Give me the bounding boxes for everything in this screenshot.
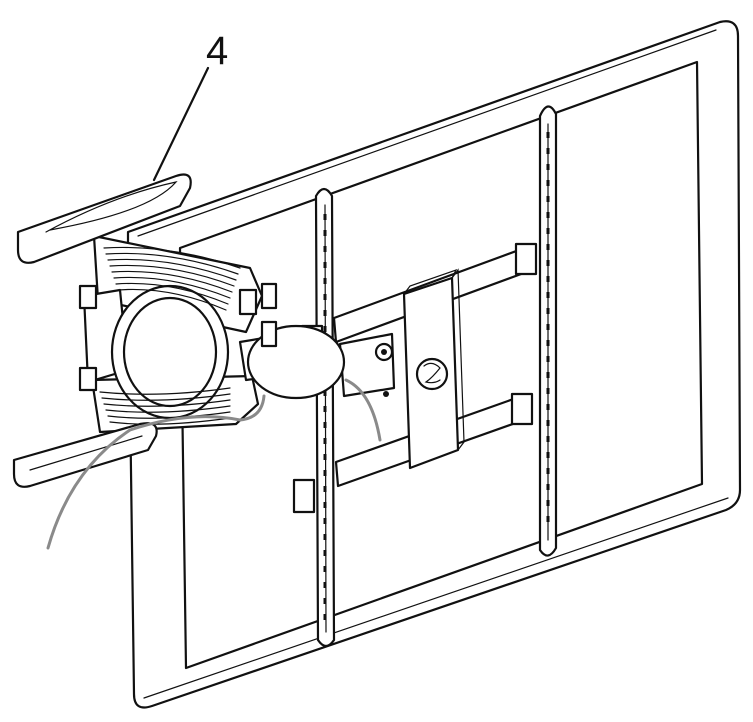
mounting-rail-right <box>538 105 558 557</box>
rail-slot <box>323 262 327 268</box>
rail-slot <box>323 614 327 620</box>
rail-slot <box>546 148 550 154</box>
rail-slot <box>323 214 327 220</box>
hatch-line <box>105 405 231 413</box>
rail-slot <box>546 420 550 426</box>
clamp-bottom-right <box>510 392 534 426</box>
rail-slot <box>323 294 327 300</box>
clamp-bottom-left <box>292 478 316 514</box>
rail-slot <box>546 132 550 138</box>
hatch-line <box>115 282 229 305</box>
rail-slot <box>546 228 550 234</box>
rail-slot <box>323 550 327 556</box>
rail-slot <box>546 516 550 522</box>
hatch-line <box>111 270 233 293</box>
pivot-bracket <box>338 332 396 398</box>
rail-slot <box>323 278 327 284</box>
center-wall-plate <box>402 268 465 470</box>
rail-slot <box>546 260 550 266</box>
rail-slot <box>323 566 327 572</box>
cables <box>46 378 382 550</box>
rail-slot <box>323 310 327 316</box>
rail-slot <box>546 324 550 330</box>
hatch-line <box>117 288 227 311</box>
rail-slot <box>546 244 550 250</box>
rail-slot <box>546 484 550 490</box>
rail-slot <box>323 582 327 588</box>
rail-slot <box>546 180 550 186</box>
hatch-line <box>101 393 231 401</box>
rail-slot <box>323 486 327 492</box>
rail-slot <box>546 468 550 474</box>
arm-tab-1 <box>78 284 98 310</box>
callout-label: 4 <box>206 29 228 73</box>
rail-slot <box>546 276 550 282</box>
rail-slot <box>323 470 327 476</box>
cable-right <box>344 378 382 442</box>
rail-slot <box>546 292 550 298</box>
rail-slot <box>323 518 327 524</box>
arm-pivot-disc <box>110 284 230 420</box>
rail-slot <box>546 164 550 170</box>
arm-tab-3 <box>238 288 258 316</box>
rail-slot <box>546 500 550 506</box>
hatch-line <box>103 246 241 269</box>
rail-slot <box>323 326 327 332</box>
rail-slot <box>546 356 550 362</box>
tv-bevel-top <box>137 29 717 237</box>
rail-slot <box>546 308 550 314</box>
rail-slot <box>546 452 550 458</box>
hatch-line <box>109 417 231 425</box>
hatch-line <box>107 411 231 419</box>
arm-tab-4 <box>260 282 278 310</box>
rail-slot <box>546 340 550 346</box>
rail-slot <box>546 404 550 410</box>
rail-slot <box>323 422 327 428</box>
tv-bevel-bottom <box>143 497 729 699</box>
logo-icon <box>415 357 449 391</box>
hatch-line <box>103 399 231 407</box>
cable-left <box>46 394 266 550</box>
callout-4: 4 <box>152 29 228 182</box>
hatch-line <box>99 387 231 395</box>
rail-slot <box>546 212 550 218</box>
tv-inner-frame <box>178 60 704 670</box>
rail-slot <box>323 246 327 252</box>
rail-slot <box>323 438 327 444</box>
rail-slot <box>323 230 327 236</box>
callout-leader-line <box>152 66 210 182</box>
arm-tab-2 <box>78 366 98 392</box>
rail-slot <box>323 406 327 412</box>
articulating-arm <box>78 234 346 434</box>
rail-slot <box>323 534 327 540</box>
hatch-line <box>113 276 231 299</box>
hatch-line <box>105 252 239 275</box>
clamp-top-right <box>514 242 538 276</box>
rail-slot <box>546 388 550 394</box>
rail-slot <box>323 502 327 508</box>
rail-slot <box>323 598 327 604</box>
rail-slot <box>546 196 550 202</box>
arm-end-cap-top <box>16 173 192 264</box>
rail-slot <box>323 390 327 396</box>
arm-tab-5 <box>260 320 278 348</box>
rail-slot <box>546 436 550 442</box>
rail-slot <box>546 372 550 378</box>
hatch-line <box>109 264 235 287</box>
hatch-line <box>107 258 237 281</box>
rail-slot <box>323 454 327 460</box>
mounting-rail-left <box>314 187 336 648</box>
